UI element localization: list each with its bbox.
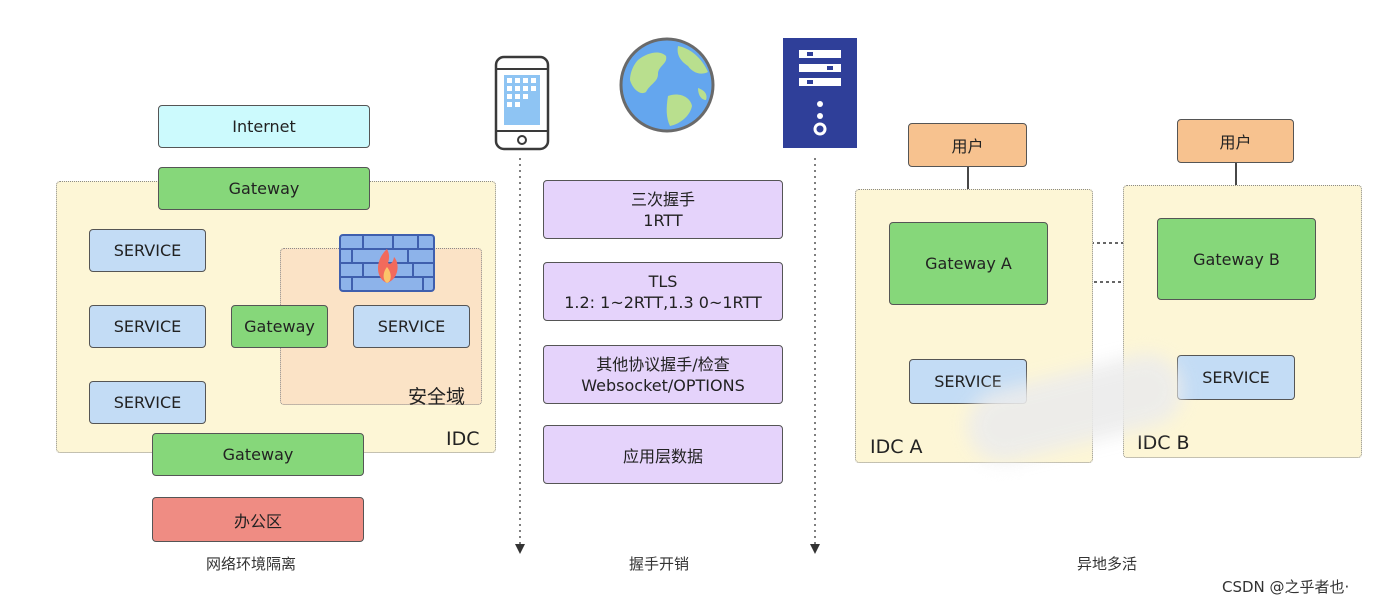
csdn-watermark: CSDN @之乎者也·: [1222, 578, 1350, 596]
gateway-bottom-label: Gateway: [222, 445, 294, 464]
service-label: SERVICE: [113, 241, 182, 260]
network-isolation-caption: 网络环境隔离: [206, 555, 297, 573]
step-detail: 1.2: 1~2RTT,1.3 0~1RTT: [564, 292, 762, 312]
service-secure-box: SERVICE: [353, 305, 470, 348]
gateway-top-label: Gateway: [228, 179, 300, 198]
gateway-inner-label: Gateway: [244, 317, 315, 336]
handshake-step-tls: TLS 1.2: 1~2RTT,1.3 0~1RTT: [543, 262, 783, 321]
service-a-label: SERVICE: [934, 372, 1002, 391]
multi-site-active-caption: 异地多活: [1077, 555, 1138, 573]
service-label: SERVICE: [113, 317, 182, 336]
step-detail: 1RTT: [643, 210, 683, 230]
handshake-step-protocol: 其他协议握手/检查 Websocket/OPTIONS: [543, 345, 783, 404]
office-label: 办公区: [233, 511, 282, 531]
step-title: 三次握手: [630, 189, 695, 209]
gateway-top-box: Gateway: [158, 167, 370, 210]
gateway-inner-box: Gateway: [231, 305, 328, 348]
security-zone-label: 安全域: [408, 386, 466, 408]
gateway-a-label: Gateway A: [925, 254, 1012, 273]
handshake-step-app-data: 应用层数据: [543, 425, 783, 484]
user-a-label: 用户: [951, 137, 984, 156]
gateway-a-box: Gateway A: [889, 222, 1048, 305]
gateway-b-label: Gateway B: [1193, 249, 1280, 269]
user-a-box: 用户: [908, 123, 1027, 167]
user-b-box: 用户: [1177, 119, 1294, 163]
step-title: TLS: [648, 271, 678, 291]
service-b-box: SERVICE: [1177, 355, 1295, 400]
globe-icon: [619, 37, 715, 133]
service-box-3: SERVICE: [89, 381, 206, 424]
user-b-label: 用户: [1219, 133, 1252, 152]
internet-label: Internet: [232, 117, 296, 136]
idc-a-label: IDC A: [870, 436, 923, 458]
idc-label: IDC: [446, 428, 480, 450]
step-title: 应用层数据: [622, 446, 703, 466]
step-detail: Websocket/OPTIONS: [581, 375, 745, 395]
gateway-bottom-box: Gateway: [152, 433, 364, 476]
firewall-icon: [339, 234, 435, 292]
service-secure-label: SERVICE: [377, 317, 446, 336]
service-box-1: SERVICE: [89, 229, 206, 272]
handshake-step-tcp: 三次握手 1RTT: [543, 180, 783, 239]
service-b-label: SERVICE: [1202, 368, 1270, 387]
internet-box: Internet: [158, 105, 370, 148]
idc-b-label: IDC B: [1137, 432, 1190, 454]
handshake-cost-caption: 握手开销: [629, 555, 690, 573]
gateway-b-box: Gateway B: [1157, 218, 1316, 300]
service-box-2: SERVICE: [89, 305, 206, 348]
server-icon: [783, 38, 857, 148]
office-box: 办公区: [152, 497, 364, 542]
service-label: SERVICE: [113, 393, 182, 412]
step-title: 其他协议握手/检查: [596, 354, 730, 374]
mobile-phone-icon: [494, 55, 550, 151]
